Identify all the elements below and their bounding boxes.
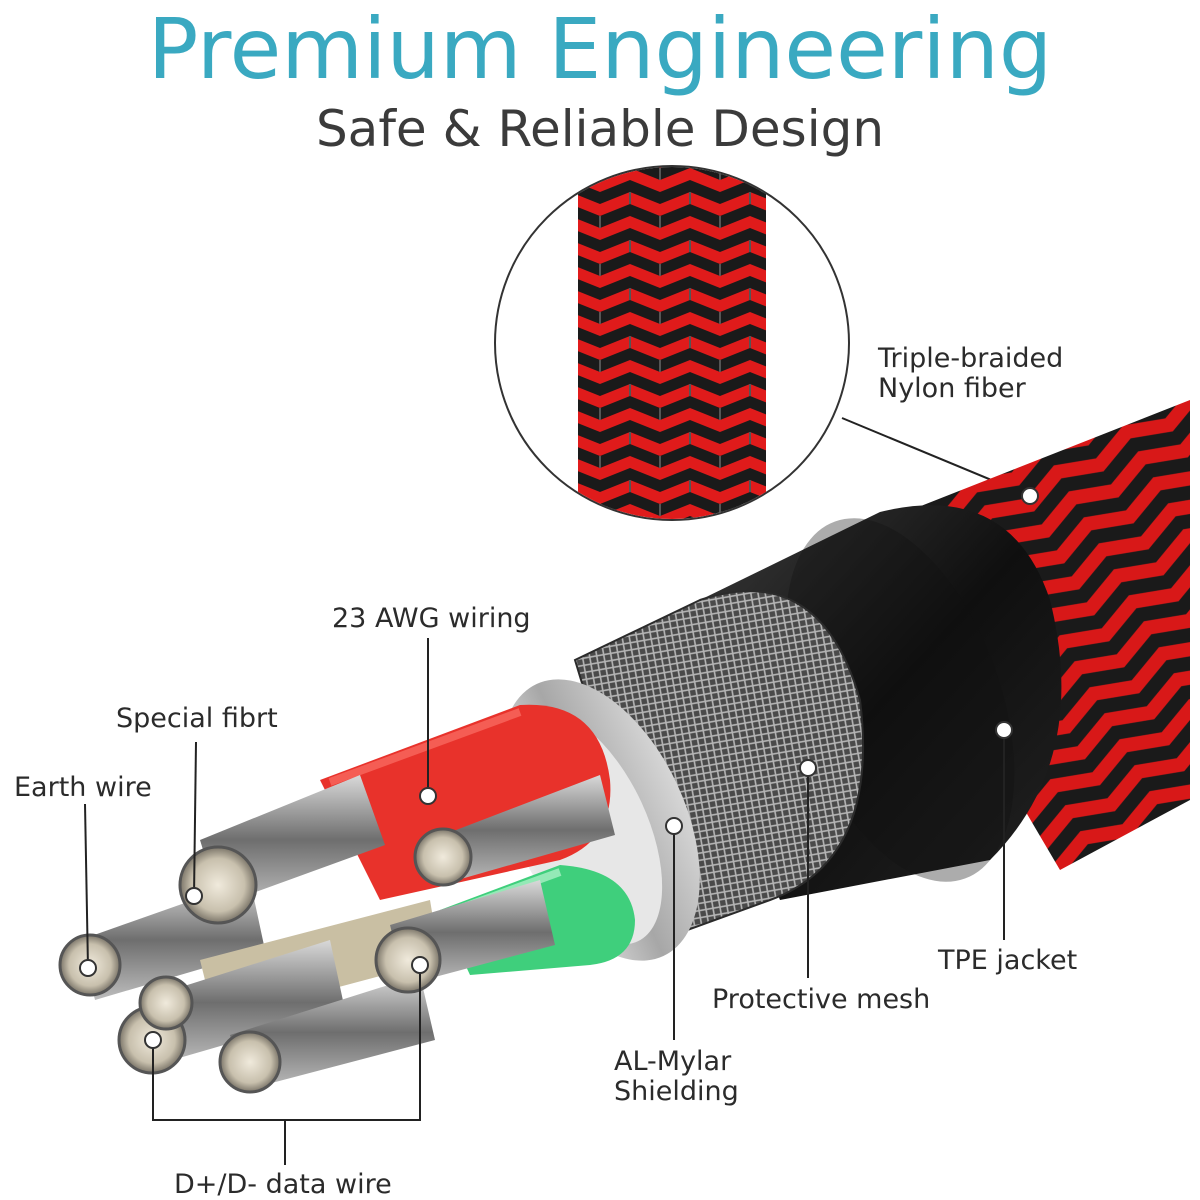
leader-lines [84, 638, 1005, 1165]
headline: Premium Engineering [147, 0, 1053, 98]
leader-dots [79, 487, 1039, 1049]
label-mylar-line2: Shielding [614, 1076, 739, 1107]
label-earth: Earth wire [14, 772, 152, 803]
label-mesh: Protective mesh [712, 984, 931, 1015]
label-nylon-line2: Nylon fiber [878, 373, 1026, 404]
label-data-wire: D+/D- data wire [174, 1169, 392, 1200]
label-mylar-line1: AL-Mylar [614, 1046, 732, 1077]
subheadline: Safe & Reliable Design [315, 100, 885, 158]
braid-zoom-circle [494, 165, 1031, 521]
bare-strands [80, 775, 615, 1090]
label-tpe: TPE jacket [938, 945, 1078, 976]
label-nylon-line1: Triple-braided [878, 343, 1064, 374]
label-fibrt: Special fibrt [116, 703, 278, 734]
label-awg: 23 AWG wiring [332, 603, 531, 634]
